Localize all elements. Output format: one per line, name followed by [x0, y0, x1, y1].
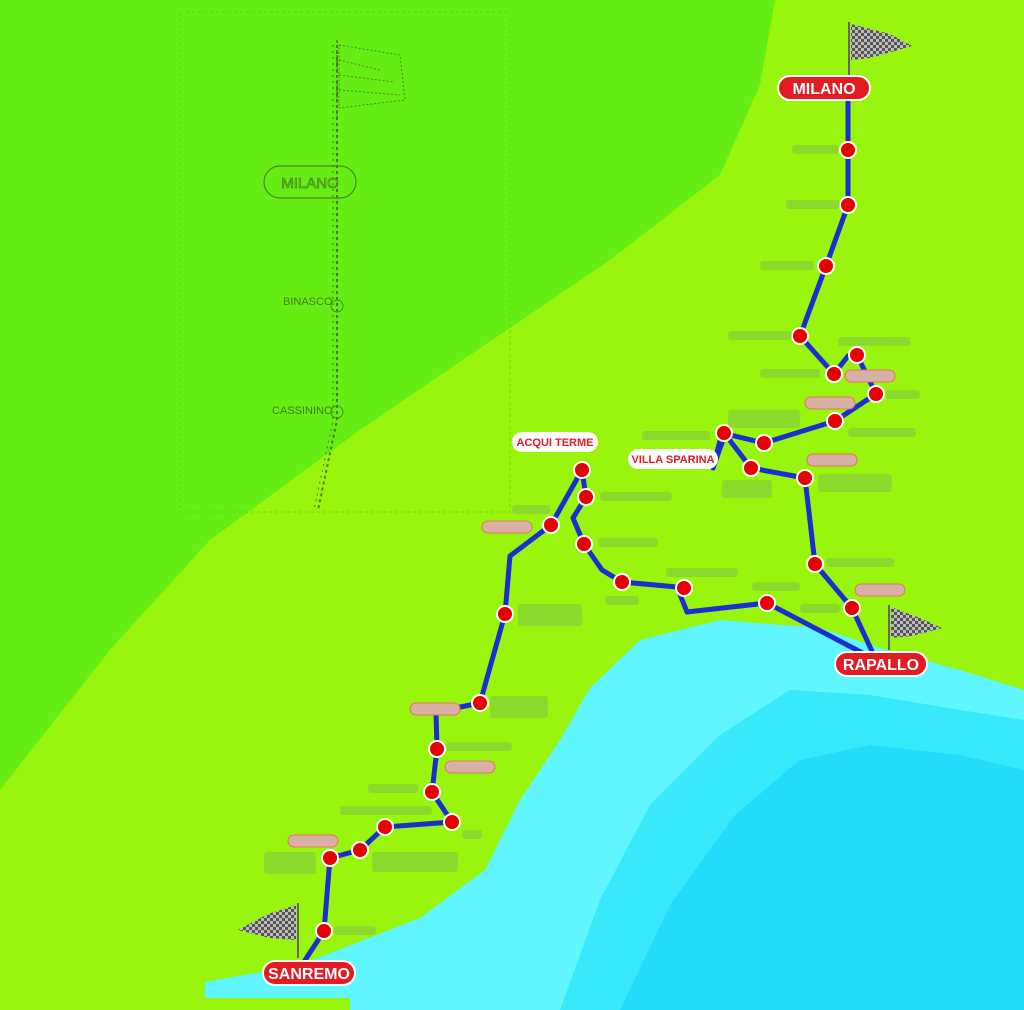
stop-marker — [839, 141, 857, 159]
ghost-cassinino-label: CASSININO — [272, 405, 333, 417]
blurred-label — [800, 604, 840, 613]
sea-deep — [620, 745, 1024, 1010]
ghost-route — [317, 45, 338, 511]
blurred-badges — [287, 369, 906, 848]
blurred-label — [264, 852, 316, 874]
stop-marker — [826, 412, 844, 430]
stop-marker — [675, 579, 693, 597]
blurred-label — [372, 852, 458, 872]
stop-marker — [817, 257, 835, 275]
blurred-label — [334, 926, 376, 935]
ghost-inset: MILANO BINASCO CASSININO — [179, 11, 511, 513]
blurred-label — [512, 505, 550, 514]
finish-city-badge: SANREMO — [262, 960, 356, 986]
blurred-label — [605, 596, 639, 605]
ghost-cassinino-stop — [330, 405, 344, 419]
blurred-label — [760, 369, 820, 378]
acqui-city-label: ACQUI TERME — [517, 437, 594, 449]
stop-marker — [471, 694, 489, 712]
rapallo-city-label: RAPALLO — [843, 657, 919, 674]
blurred-label — [446, 742, 512, 751]
blurred-label — [642, 431, 710, 440]
land-dark — [0, 0, 775, 790]
finish-city-label: SANREMO — [268, 966, 350, 983]
blurred-label — [518, 604, 582, 626]
blurred-badge — [409, 702, 461, 716]
blurred-badge — [481, 520, 533, 534]
blurred-label — [886, 390, 920, 399]
ghost-milano-label: MILANO — [281, 175, 339, 192]
blurred-label — [462, 830, 482, 839]
rapallo-city-badge: RAPALLO — [834, 651, 928, 677]
ghost-inset-frame — [179, 11, 511, 513]
blurred-label — [368, 784, 418, 793]
acqui-city-badge: ACQUI TERME — [512, 432, 598, 452]
stop-marker — [742, 459, 760, 477]
stop-marker — [839, 196, 857, 214]
ghost-milano-box — [263, 165, 357, 199]
blurred-label — [818, 474, 892, 492]
stop-marker — [315, 922, 333, 940]
blurred-label — [490, 696, 548, 718]
blurred-label — [722, 480, 772, 498]
blurred-label — [666, 568, 738, 577]
start-city-label: MILANO — [792, 81, 855, 98]
blurred-label — [340, 806, 432, 815]
stop-marker — [496, 605, 514, 623]
stop-marker — [376, 818, 394, 836]
blurred-badge — [854, 583, 906, 597]
stop-marker — [321, 849, 339, 867]
start-flag-icon — [848, 22, 912, 80]
stop-marker — [791, 327, 809, 345]
blurred-label — [598, 538, 658, 547]
blurred-badge — [804, 396, 856, 410]
stop-marker — [755, 434, 773, 452]
ghost-binasco-label: BINASCO — [283, 296, 333, 308]
stop-marker — [796, 469, 814, 487]
stop-marker — [825, 365, 843, 383]
blurred-label — [760, 261, 814, 270]
rapallo-flag-icon — [888, 605, 942, 650]
stop-marker — [806, 555, 824, 573]
ghost-binasco-stop — [330, 299, 344, 313]
stop-marker — [577, 488, 595, 506]
villa-city-badge: VILLA SPARINA — [628, 449, 718, 469]
stop-marker — [613, 573, 631, 591]
villa-city-label: VILLA SPARINA — [631, 454, 714, 466]
blurred-label — [728, 410, 800, 428]
blurred-badge — [844, 369, 896, 383]
stop-marker — [423, 783, 441, 801]
stop-marker — [351, 841, 369, 859]
blurred-label — [838, 337, 910, 346]
stop-marker — [428, 740, 446, 758]
ghost-flag-icon — [336, 40, 406, 120]
stop-marker — [573, 461, 591, 479]
stop-marker — [575, 535, 593, 553]
stop-marker — [867, 385, 885, 403]
blurred-label — [600, 492, 672, 501]
finish-flag-icon — [238, 903, 299, 958]
stop-marker — [843, 599, 861, 617]
start-city-badge: MILANO — [777, 75, 871, 101]
stop-marker — [443, 813, 461, 831]
stop-marker — [848, 346, 866, 364]
stop-marker — [758, 594, 776, 612]
blurred-label — [786, 200, 840, 209]
blurred-label — [848, 428, 916, 437]
stop-marker — [542, 516, 560, 534]
blurred-label — [728, 331, 792, 340]
blurred-badge — [287, 834, 339, 848]
blurred-stop-labels — [264, 145, 920, 935]
blurred-label — [752, 582, 800, 591]
blurred-badge — [806, 453, 858, 467]
blurred-label — [792, 145, 838, 154]
blurred-badge — [444, 760, 496, 774]
route-stops — [315, 141, 885, 940]
stop-marker — [715, 424, 733, 442]
blurred-label — [826, 558, 894, 567]
